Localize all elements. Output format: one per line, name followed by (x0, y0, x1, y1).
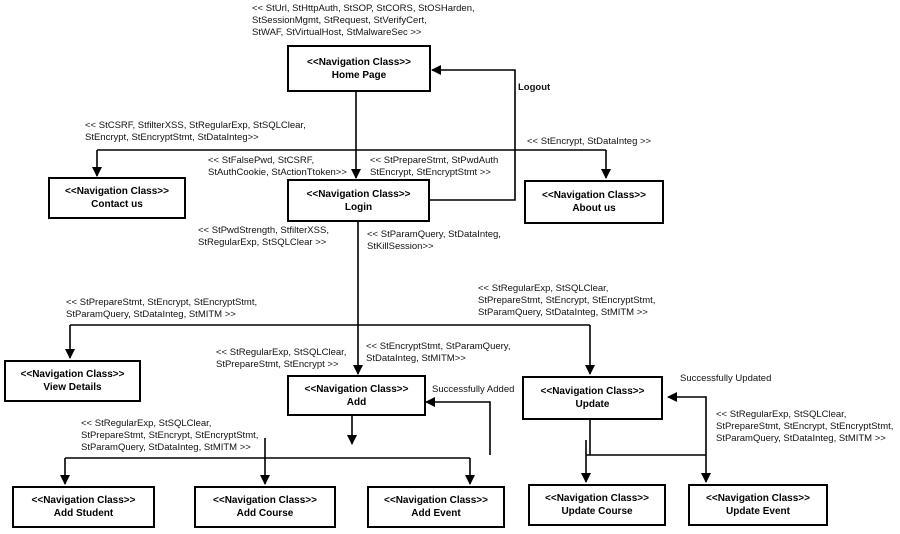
annotation-add-right: << StEncryptStmt, StParamQuery, StDataIn… (366, 341, 511, 364)
node-stereotype: <<Navigation Class>> (20, 369, 125, 380)
node-stereotype: <<Navigation Class>> (213, 495, 317, 506)
node-stereotype: <<Navigation Class>> (542, 190, 646, 201)
node-contact-us: <<Navigation Class>> Contact us (48, 177, 186, 219)
annotation-contact-us: << StCSRF, StfilterXSS, StRegularExp, St… (85, 120, 306, 143)
node-stereotype: <<Navigation Class>> (307, 56, 411, 68)
node-about-us: <<Navigation Class>> About us (524, 180, 664, 224)
annotation-login-below-left: << StPwdStrength, StfilterXSS, StRegular… (198, 225, 329, 248)
node-title: Add Course (236, 508, 294, 519)
node-title: Add Student (53, 508, 114, 519)
annotation-about-us: << StEncrypt, StDataInteg >> (527, 136, 652, 147)
node-stereotype: <<Navigation Class>> (706, 493, 810, 504)
annotation-view-details: << StPrepareStmt, StEncrypt, StEncryptSt… (66, 297, 258, 320)
annotation-login-left: << StFalsePwd, StCSRF, StAuthCookie, StA… (208, 155, 347, 178)
edge-successfully-added (425, 397, 491, 455)
node-add-course: <<Navigation Class>> Add Course (194, 486, 336, 528)
node-stereotype: <<Navigation Class>> (31, 495, 136, 506)
node-login: <<Navigation Class>> Login (287, 179, 430, 222)
edge-label-successfully-updated: Successfully Updated (680, 373, 772, 384)
annotation-update: << StRegularExp, StSQLClear, StPrepareSt… (478, 283, 656, 318)
edge-successfully-updated (667, 392, 707, 455)
node-stereotype: <<Navigation Class>> (540, 386, 645, 397)
annotation-home-page: << StUrl, StHttpAuth, StSOP, StCORS, StO… (252, 3, 475, 38)
node-title: Contact us (91, 199, 143, 210)
node-home-page: <<Navigation Class>> Home Page (287, 45, 431, 92)
node-add-event: <<Navigation Class>> Add Event (367, 486, 505, 528)
node-title: Login (344, 201, 373, 213)
node-stereotype: <<Navigation Class>> (545, 493, 649, 504)
annotation-add-left: << StRegularExp, StSQLClear, StPrepareSt… (216, 347, 347, 370)
annotation-login-right: << StPrepareStmt, StPwdAuth StEncrypt, S… (370, 155, 499, 178)
node-stereotype: <<Navigation Class>> (384, 495, 488, 506)
node-view-details: <<Navigation Class>> View Details (4, 360, 141, 402)
node-add-student: <<Navigation Class>> Add Student (12, 486, 155, 528)
annotation-update-children: << StRegularExp, StSQLClear, StPrepareSt… (716, 409, 894, 444)
node-update-event: <<Navigation Class>> Update Event (688, 484, 828, 526)
node-add: <<Navigation Class>> Add (287, 375, 426, 416)
node-update-course: <<Navigation Class>> Update Course (528, 484, 666, 526)
annotation-add-children: << StRegularExp, StSQLClear, StPrepareSt… (81, 418, 259, 453)
node-update: <<Navigation Class>> Update (522, 376, 663, 420)
node-title: View Details (43, 382, 102, 393)
node-title: Update (575, 399, 610, 410)
node-stereotype: <<Navigation Class>> (65, 186, 169, 197)
node-title: Add Event (411, 508, 461, 519)
node-stereotype: <<Navigation Class>> (306, 188, 411, 200)
node-title: About us (572, 203, 616, 214)
node-title: Update Event (726, 506, 790, 517)
node-title: Home Page (331, 69, 387, 81)
node-title: Add (346, 396, 367, 408)
edge-label-logout: Logout (518, 82, 551, 93)
node-stereotype: <<Navigation Class>> (304, 383, 409, 395)
edge-label-successfully-added: Successfully Added (432, 384, 515, 395)
node-title: Update Course (561, 506, 633, 517)
edge-logout (430, 65, 516, 201)
annotation-login-below-right: << StParamQuery, StDataInteg, StKillSess… (367, 229, 501, 252)
